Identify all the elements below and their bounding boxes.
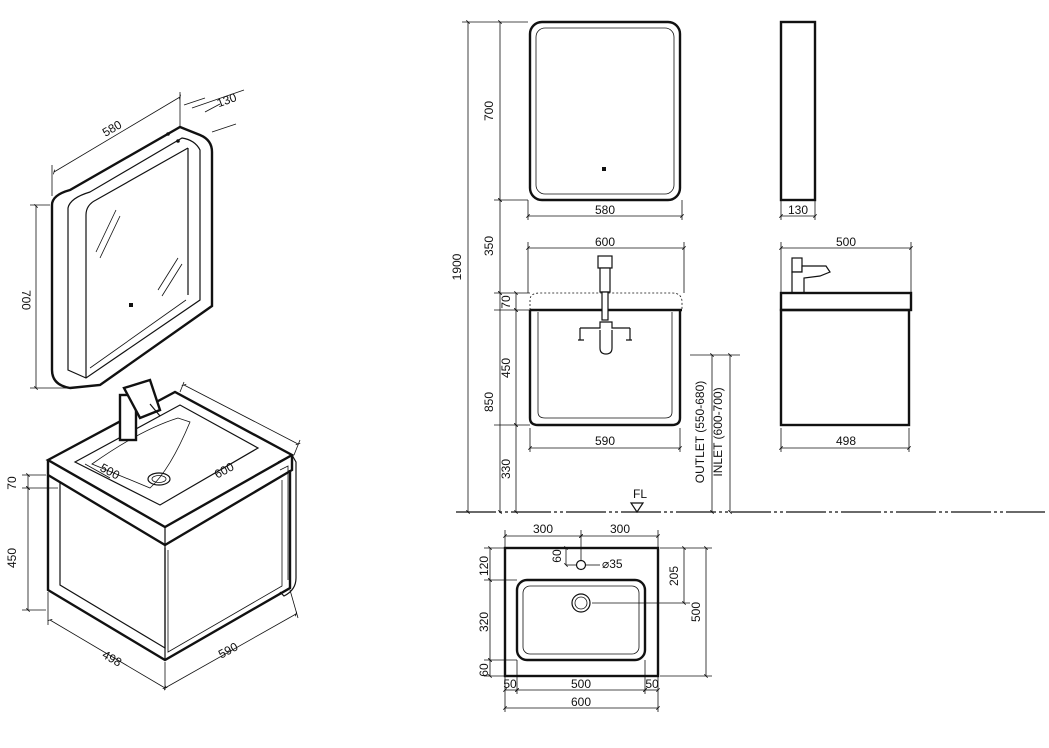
- front-vertical-dims: 1900 700 350 850 70 450 330: [450, 20, 530, 514]
- iso-mirror-led-icon: [129, 303, 133, 307]
- front-mirror-height-label: 700: [482, 101, 496, 121]
- mirror-gap-label: 350: [482, 236, 496, 256]
- iso-mirror-depth-label: 130: [215, 90, 239, 110]
- front-top-thickness-label: 70: [499, 295, 513, 309]
- side-elevation: 130 500 498: [779, 20, 913, 452]
- plan-total-width-label: 600: [571, 695, 591, 709]
- isometric-view: 580 130 700: [5, 89, 301, 691]
- plan-drain-offset-label: 205: [667, 566, 681, 586]
- plan-view: 300 300 60 ⌀35 120 320 60 205 500: [477, 522, 712, 712]
- front-cabinet-width-label: 590: [595, 434, 615, 448]
- inlet-label: INLET (600-700): [711, 387, 725, 476]
- front-mirror-width-label: 580: [595, 203, 615, 217]
- plan-half-right-label: 300: [610, 522, 630, 536]
- iso-mirror-cabinet: [50, 125, 214, 390]
- iso-mirror-width-label: 580: [100, 117, 125, 139]
- iso-basin-depth-label: 500: [98, 461, 123, 483]
- side-mirror-depth-label: 130: [788, 203, 808, 217]
- front-mirror-led-icon: [602, 167, 606, 171]
- plan-front-margin-label: 60: [477, 663, 491, 677]
- side-cabinet-depth-label: 498: [836, 434, 856, 448]
- outlet-label: OUTLET (550-680): [693, 381, 707, 484]
- iso-cabinet-depth-label: 498: [100, 647, 125, 669]
- front-faucet-icon: [578, 255, 632, 355]
- front-mirror: [528, 20, 682, 202]
- vanity-height-label: 850: [482, 392, 496, 412]
- iso-top-thickness-label: 70: [5, 476, 19, 490]
- plan-back-margin-label: 120: [477, 556, 491, 576]
- plan-side-right-label: 50: [645, 677, 659, 691]
- plan-hole-diameter-label: ⌀35: [602, 557, 623, 571]
- front-basin-width-label: 600: [595, 235, 615, 249]
- plan-half-left-label: 300: [533, 522, 553, 536]
- iso-faucet-icon: [118, 378, 162, 442]
- iso-cabinet-height-label: 450: [5, 548, 19, 568]
- iso-mirror-height-label: 700: [19, 290, 33, 310]
- side-faucet-icon: [791, 257, 831, 294]
- plumbing-dims: OUTLET (550-680) INLET (600-700): [690, 353, 740, 514]
- front-cabinet-height-label: 450: [499, 358, 513, 378]
- iso-vanity: [45, 378, 297, 662]
- iso-cabinet-width-label: 590: [216, 639, 241, 661]
- floor-clearance-label: 330: [499, 459, 513, 479]
- plan-total-depth-label: 500: [689, 602, 703, 622]
- iso-mirror-dims: 580 130 700: [19, 89, 245, 390]
- side-basin-depth-label: 500: [836, 235, 856, 249]
- plan-bowl-depth-label: 320: [477, 612, 491, 632]
- front-vanity: [528, 255, 683, 427]
- plan-hole-offset-label: 60: [550, 549, 564, 563]
- floor-label: FL: [633, 487, 647, 501]
- front-elevation: FL 580 1900 700 350 850 70: [450, 20, 1045, 514]
- plan-bowl-width-label: 500: [571, 677, 591, 691]
- total-height-label: 1900: [450, 253, 464, 280]
- plan-side-left-label: 50: [503, 677, 517, 691]
